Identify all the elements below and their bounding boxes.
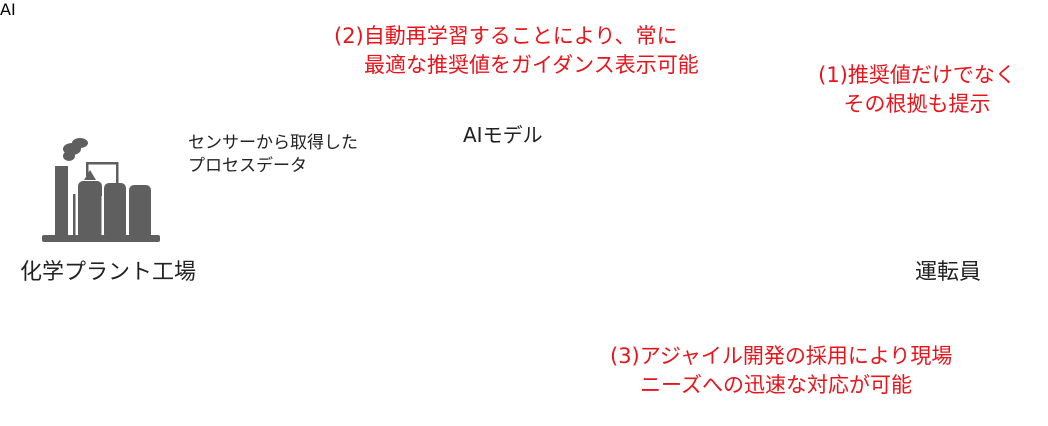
callout-3-line2: ニーズへの迅速な対応が可能 xyxy=(640,373,912,397)
ai-model-box: AI 化学プラント工場 セ xyxy=(0,0,1016,397)
plant-label: 化学プラント工場 xyxy=(20,260,197,285)
callout-2-line2: 最適な推奨値をガイダンス表示可能 xyxy=(364,53,699,77)
ai-model-label: AIモデル xyxy=(463,123,543,147)
callout-2-line1: (2)自動再学習することにより、常に xyxy=(334,24,678,48)
ai-chip-icon: AI xyxy=(0,0,16,19)
edge-plant-to-ai: AI 化学プラント工場 セ xyxy=(0,0,1016,397)
callout-1-line1: (1)推奨値だけでなく xyxy=(818,63,1016,87)
process-data-label-line1: センサーから取得した xyxy=(188,133,358,153)
operator-label: 運転員 xyxy=(915,260,982,285)
callout-1-text: (1)推奨値だけでなく その根拠も提示 xyxy=(808,61,1026,119)
factory-icon xyxy=(42,138,160,242)
ai-chip-text: AI xyxy=(0,0,16,19)
process-data-label: センサーから取得した プロセスデータ xyxy=(188,132,358,178)
callout-2-text: (2)自動再学習することにより、常に 最適な推奨値をガイダンス表示可能 xyxy=(334,22,699,80)
callout-3-line1: (3)アジャイル開発の採用により現場 xyxy=(610,344,953,368)
process-data-label-line2: プロセスデータ xyxy=(188,156,307,176)
callout-3-text: (3)アジャイル開発の採用により現場 ニーズへの迅速な対応が可能 xyxy=(610,342,952,400)
callout-1-line2: その根拠も提示 xyxy=(843,92,991,116)
